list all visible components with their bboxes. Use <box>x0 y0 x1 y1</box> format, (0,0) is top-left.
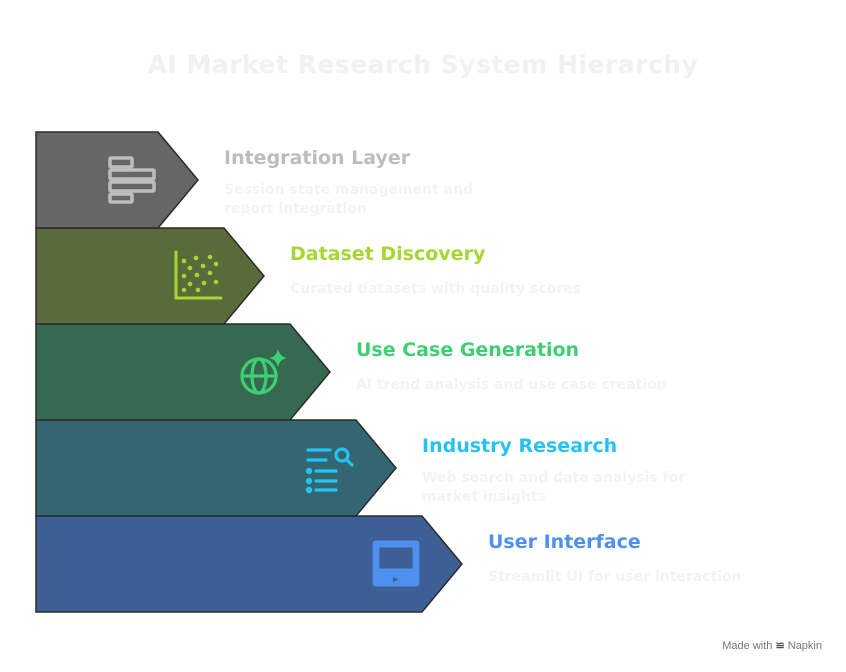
layer-description-user-interface: Streamlit UI for user interaction <box>488 569 742 585</box>
layer-shape-user-interface <box>35 515 463 613</box>
layer-title-integration-layer: Integration Layer <box>224 147 411 169</box>
scatter-plot-icon <box>174 250 223 300</box>
layer-title-user-interface: User Interface <box>488 531 641 553</box>
footer-brand-text: Napkin <box>787 640 822 652</box>
diagram-title: AI Market Research System Hierarchy <box>147 50 699 79</box>
layer-title-use-case-generation: Use Case Generation <box>356 339 580 361</box>
layer-description-industry-research: Web search and data analysis for market … <box>422 470 686 505</box>
footer-made-with-text: Made with <box>722 640 773 652</box>
layer-shape-use-case-generation <box>35 323 331 421</box>
layer-description-dataset-discovery: Curated datasets with quality scores <box>290 281 581 297</box>
layer-shape-dataset-discovery <box>35 227 265 325</box>
media-player-icon: « ▶ » <box>372 540 420 587</box>
made-with-napkin-footer: Made with ≌ Napkin <box>722 639 822 652</box>
svg-text:« ▶ »: « ▶ » <box>384 575 409 585</box>
napkin-logo-icon: ≌ <box>775 640 785 652</box>
layer-description-use-case-generation: AI trend analysis and use case creation <box>356 377 667 393</box>
hierarchy-layers-icon <box>108 156 156 204</box>
layer-description-integration-layer: Session state management and report inte… <box>224 182 474 217</box>
list-search-icon <box>305 447 354 494</box>
layer-title-dataset-discovery: Dataset Discovery <box>290 243 486 265</box>
layer-shape-industry-research <box>35 419 397 517</box>
layer-title-industry-research: Industry Research <box>422 435 618 457</box>
globe-sparkle-icon <box>240 349 287 395</box>
